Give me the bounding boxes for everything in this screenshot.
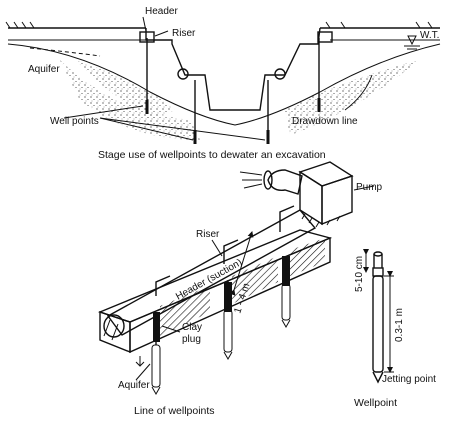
label-riser-iso: Riser (196, 229, 220, 240)
caption-line-of-wellpoints: Line of wellpoints (134, 405, 215, 417)
label-drawdown-line: Drawdown line (292, 116, 358, 127)
ground-block (97, 229, 333, 354)
well-screens (151, 283, 291, 396)
aquifer-zone-left-2 (75, 60, 175, 120)
label-top-dim: 5-10 cm (354, 256, 365, 292)
header-box-2 (317, 31, 333, 43)
jetting-point-tip (372, 371, 384, 384)
discharge-pipe (239, 169, 303, 195)
pump (298, 161, 375, 228)
label-wt: W.T. (420, 30, 439, 41)
label-pump: Pump (356, 182, 383, 193)
caption-section: Stage use of wellpoints to dewater an ex… (98, 149, 326, 161)
label-well-points: Well points (50, 116, 99, 127)
wellpoint-dimensions (363, 249, 394, 373)
excavation-profile (145, 27, 321, 111)
well-point-risers (145, 38, 321, 144)
leader-aquifer (135, 363, 151, 381)
water-table-symbol (404, 35, 420, 50)
drawdown-curve (7, 43, 441, 126)
label-aquifer: Aquifer (28, 64, 60, 75)
wellpoint-screen (372, 275, 384, 373)
label-riser: Riser (172, 28, 196, 39)
aquifer-zone-left (60, 60, 200, 140)
ground-surface (5, 21, 440, 29)
water-table-dashed (29, 47, 101, 57)
label-clay-plug-1: Clay (182, 322, 202, 333)
wellpoint-detail: 5-10 cm 0.3-1 m Jetting point Wellpoint (354, 249, 436, 409)
label-jetting-point: Jetting point (382, 374, 436, 385)
leader-riser (211, 239, 223, 257)
label-length-dim: 0.3-1 m (394, 308, 405, 342)
header-pipe-1 (177, 68, 189, 80)
aquifer-zone-right (285, 60, 420, 135)
spacing-dimension (229, 231, 254, 296)
leader-clay-plug (161, 325, 181, 333)
label-aquifer-iso: Aquifer (118, 380, 150, 391)
header-pipe-2 (274, 68, 286, 80)
label-clay-plug-2: plug (182, 334, 201, 345)
caption-wellpoint: Wellpoint (354, 397, 397, 409)
isometric-view: Header (suction) Pump Riser Clay plug 1 … (97, 161, 383, 417)
section-leaders (63, 16, 373, 141)
aquifer-arrow-icon (135, 356, 145, 367)
section-view: Header Riser W.T. Aquifer Well points Dr… (5, 6, 441, 161)
label-header: Header (145, 6, 178, 17)
